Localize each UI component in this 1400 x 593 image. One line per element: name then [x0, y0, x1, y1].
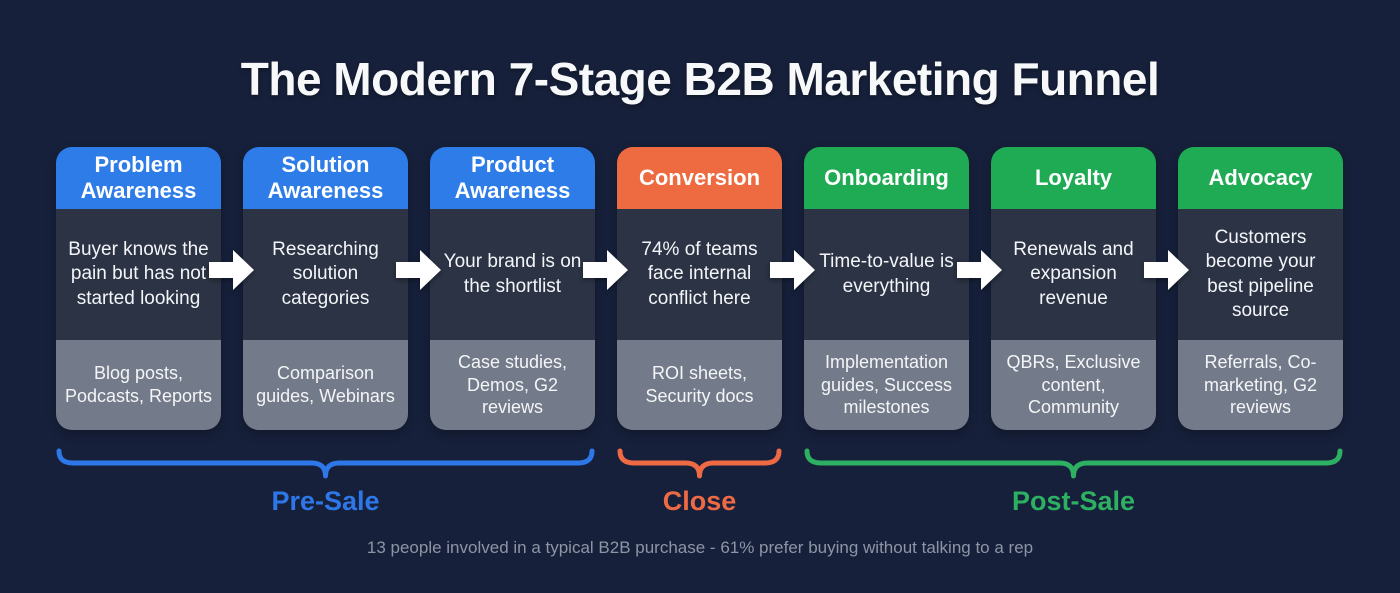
- funnel-group: Pre-Sale: [56, 447, 595, 517]
- stage-tactics: Implementation guides, Success milestone…: [804, 340, 969, 430]
- stage-header: Solution Awareness: [243, 147, 408, 209]
- funnel-group: Post-Sale: [804, 447, 1343, 517]
- stage-description: Customers become your best pipeline sour…: [1178, 209, 1343, 340]
- stage-description-text: Your brand is on the shortlist: [443, 251, 582, 297]
- stage-description: 74% of teams face internal conflict here: [617, 209, 782, 340]
- stage-card: Solution Awareness Researching solution …: [243, 147, 441, 430]
- stage-name: Product Awareness: [454, 152, 571, 203]
- stage-header: Product Awareness: [430, 147, 595, 209]
- stage-name: Problem Awareness: [80, 152, 197, 203]
- arrow-right-icon: [209, 250, 254, 290]
- stage-description-text: Renewals and expansion revenue: [1013, 239, 1134, 309]
- stage-tactics-text: Referrals, Co-marketing, G2 reviews: [1203, 351, 1318, 418]
- funnel-group: Close: [617, 447, 782, 517]
- stage-card: Advocacy Customers become your best pipe…: [1178, 147, 1343, 430]
- stage-name: Loyalty: [1034, 165, 1113, 191]
- stage-header: Conversion: [617, 147, 782, 209]
- stage-description-text: Time-to-value is everything: [819, 251, 954, 297]
- stage-header: Problem Awareness: [56, 147, 221, 209]
- stage-description: Buyer knows the pain but has not started…: [56, 209, 221, 340]
- stage-card: Onboarding Time-to-value is everything I…: [804, 147, 1002, 430]
- group-label: Post-Sale: [1011, 486, 1136, 516]
- stage-card: Product Awareness Your brand is on the s…: [430, 147, 628, 430]
- brace-icon: [617, 448, 782, 479]
- stage-tactics: Comparison guides, Webinars: [243, 340, 408, 430]
- stage-tactics-text: Implementation guides, Success milestone…: [820, 351, 953, 418]
- stage-header: Loyalty: [991, 147, 1156, 209]
- footnote: 13 people involved in a typical B2B purc…: [366, 538, 1034, 557]
- page-title: The Modern 7-Stage B2B Marketing Funnel: [240, 53, 1160, 105]
- group-label: Close: [662, 486, 737, 516]
- stage-tactics-text: Blog posts, Podcasts, Reports: [64, 363, 213, 406]
- stage-name: Solution Awareness: [267, 152, 384, 203]
- stage-description: Researching solution categories: [243, 209, 408, 340]
- stage-tactics: Referrals, Co-marketing, G2 reviews: [1178, 340, 1343, 430]
- stage-header: Onboarding: [804, 147, 969, 209]
- group-label: Pre-Sale: [271, 486, 380, 516]
- stage-name: Onboarding: [824, 165, 949, 191]
- stage-tactics-text: ROI sheets, Security docs: [645, 363, 754, 406]
- funnel-stages-row: Problem Awareness Buyer knows the pain b…: [56, 147, 1343, 430]
- stage-description-text: Buyer knows the pain but has not started…: [68, 239, 209, 309]
- arrow-right-icon: [396, 250, 441, 290]
- arrow-right-icon: [583, 250, 628, 290]
- stage-name: Advocacy: [1208, 165, 1313, 191]
- stage-description-text: 74% of teams face internal conflict here: [641, 239, 758, 309]
- funnel-groups-row: Pre-Sale Close Post-Sale: [56, 447, 1343, 517]
- brace-icon: [56, 448, 595, 479]
- arrow-right-icon: [1144, 250, 1189, 290]
- stage-tactics: ROI sheets, Security docs: [617, 340, 782, 430]
- stage-tactics-text: Comparison guides, Webinars: [256, 363, 395, 406]
- stage-tactics-text: QBRs, Exclusive content, Community: [1006, 351, 1141, 418]
- brace-icon: [804, 448, 1343, 479]
- stage-description: Your brand is on the shortlist: [430, 209, 595, 340]
- arrow-right-icon: [770, 250, 815, 290]
- stage-description-text: Researching solution categories: [272, 239, 379, 309]
- stage-tactics: Blog posts, Podcasts, Reports: [56, 340, 221, 430]
- stage-card: Loyalty Renewals and expansion revenue Q…: [991, 147, 1189, 430]
- stage-header: Advocacy: [1178, 147, 1343, 209]
- stage-tactics: QBRs, Exclusive content, Community: [991, 340, 1156, 430]
- arrow-right-icon: [957, 250, 1002, 290]
- stage-description-text: Customers become your best pipeline sour…: [1205, 227, 1316, 321]
- stage-tactics: Case studies, Demos, G2 reviews: [430, 340, 595, 430]
- stage-description: Renewals and expansion revenue: [991, 209, 1156, 340]
- stage-card: Conversion 74% of teams face internal co…: [617, 147, 815, 430]
- stage-name: Conversion: [638, 165, 761, 191]
- stage-description: Time-to-value is everything: [804, 209, 969, 340]
- stage-tactics-text: Case studies, Demos, G2 reviews: [457, 351, 568, 418]
- stage-card: Problem Awareness Buyer knows the pain b…: [56, 147, 254, 430]
